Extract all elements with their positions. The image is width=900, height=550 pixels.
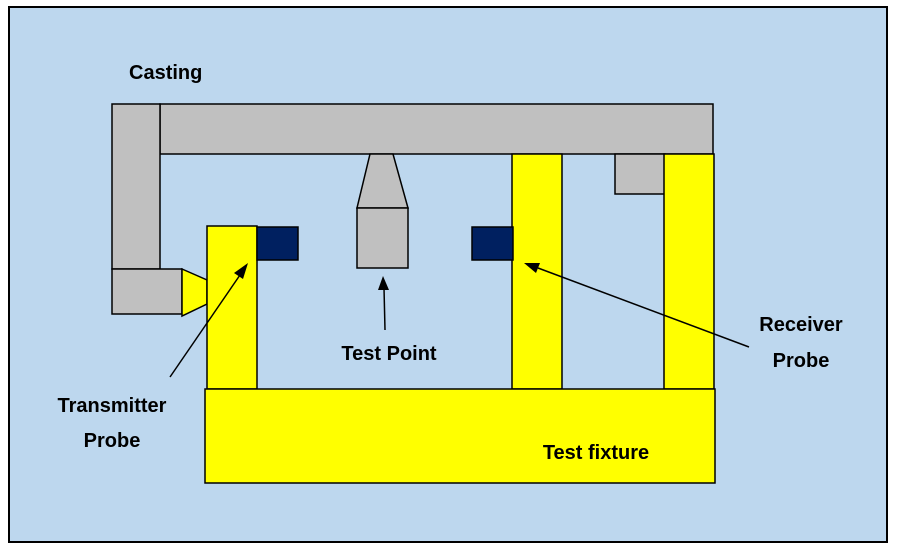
casting-right-block	[614, 153, 666, 195]
transmitter-arrow	[169, 263, 248, 378]
fixture-base	[204, 388, 716, 484]
test-point-label: Test Point	[341, 343, 437, 365]
transmitter-label-line2: Probe	[84, 430, 141, 452]
fixture-left-post	[206, 225, 258, 390]
transmitter-label-line1: Transmitter	[58, 395, 167, 417]
casting-label: Casting	[129, 62, 202, 84]
casting-top-beam	[159, 103, 714, 155]
receiver-label-line1: Receiver	[759, 314, 843, 336]
fixture-right-post	[663, 153, 715, 390]
receiver-probe	[471, 226, 514, 261]
receiver-arrow	[524, 263, 750, 348]
casting-left-foot	[111, 268, 183, 315]
test-fixture-label: Test fixture	[543, 442, 649, 464]
fixture-middle-post	[511, 153, 563, 390]
receiver-label-line2: Probe	[773, 350, 830, 372]
test-point-arrow	[378, 276, 389, 331]
transmitter-probe	[256, 226, 299, 261]
test-point-block	[356, 207, 409, 269]
casting-left-column	[111, 103, 161, 270]
